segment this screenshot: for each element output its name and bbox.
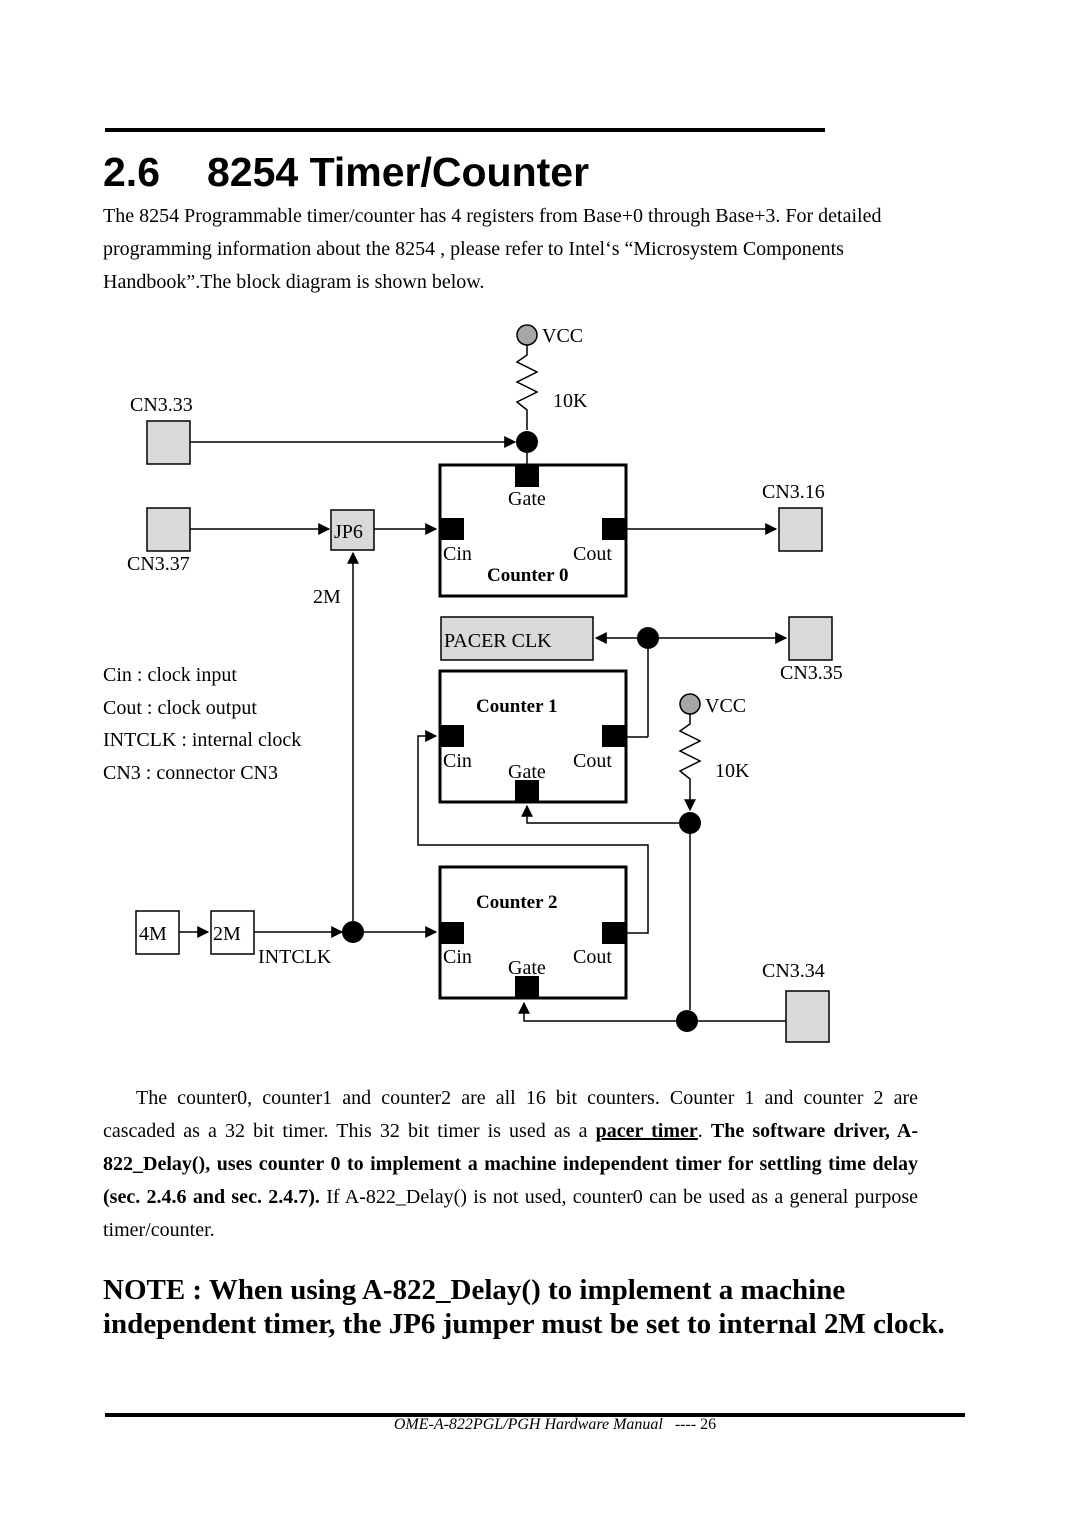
section-number: 2.6 <box>103 149 160 195</box>
resistor-top-icon <box>515 345 539 430</box>
counter2-gate-pin <box>515 976 539 998</box>
connector-cn3-37 <box>146 507 191 552</box>
cn3-35-label: CN3.35 <box>780 662 843 684</box>
legend-cn3: CN3 : connector CN3 <box>103 762 278 784</box>
counter1-gate-label: Gate <box>508 761 546 783</box>
legend-cout: Cout : clock output <box>103 697 257 719</box>
counter1-cout-label: Cout <box>573 750 612 772</box>
counter2-cout-label: Cout <box>573 946 612 968</box>
junction-gate0 <box>516 431 538 453</box>
counter2-cin-label: Cin <box>443 946 472 968</box>
connector-cn3-35 <box>788 616 833 661</box>
section-title: 8254 Timer/Counter <box>207 149 590 195</box>
note-paragraph: NOTE : When using A-822_Delay() to imple… <box>103 1274 945 1340</box>
label-2m-top: 2M <box>313 586 341 608</box>
counter2-cout-pin <box>602 922 626 944</box>
jumper-jp6 <box>330 509 375 551</box>
cn3-33-label: CN3.33 <box>130 394 193 416</box>
intro-paragraph: The 8254 Programmable timer/counter has … <box>103 205 882 293</box>
body-text-1: The counter0, counter1 and counter2 are … <box>103 1087 918 1142</box>
counter2-cin-pin <box>440 922 464 944</box>
body-bold-text: The software driver, A-822_Delay(), uses… <box>103 1120 918 1208</box>
cn3-16-label: CN3.16 <box>762 481 825 503</box>
counter2-title: Counter 2 <box>476 892 557 913</box>
counter0-cout-pin <box>602 518 626 540</box>
section-heading: 2.6 8254 Timer/Counter <box>103 148 589 196</box>
junction-gate2 <box>676 1010 698 1032</box>
counter0-cin-label: Cin <box>443 543 472 565</box>
body-paragraph: The counter0, counter1 and counter2 are … <box>103 1082 918 1247</box>
top-rule <box>105 128 825 132</box>
counter2-gate-label: Gate <box>508 957 546 979</box>
vcc-top-icon <box>516 324 538 346</box>
counter1-gate-pin <box>515 780 539 802</box>
junction-intclk <box>342 921 364 943</box>
resistor-top-label: 10K <box>553 390 588 412</box>
div-2m-box <box>210 910 255 955</box>
cn3-34-label: CN3.34 <box>762 960 825 982</box>
connector-cn3-34 <box>785 990 830 1043</box>
vcc-mid-label: VCC <box>705 695 746 717</box>
counter0-cout-label: Cout <box>573 543 612 565</box>
junction-pacer <box>637 627 659 649</box>
legend-intclk: INTCLK : internal clock <box>103 729 301 751</box>
pacer-timer-term: pacer timer <box>595 1120 698 1142</box>
legend-cin: Cin : clock input <box>103 664 237 686</box>
pacer-clk-box <box>440 616 594 661</box>
counter0-gate-label: Gate <box>508 488 546 510</box>
pacer-clk-label: PACER CLK <box>444 630 552 652</box>
resistor-mid-label: 10K <box>715 760 750 782</box>
osc-4m-label: 4M <box>139 923 167 945</box>
junction-gate1 <box>679 812 701 834</box>
div-2m-label: 2M <box>213 923 241 945</box>
counter0-title: Counter 0 <box>487 565 568 586</box>
page-footer: OME-A-822PGL/PGH Hardware Manual ---- 26 <box>0 1416 1080 1434</box>
jp6-label: JP6 <box>334 521 363 543</box>
counter1-title: Counter 1 <box>476 696 557 717</box>
counter1-cout-pin <box>602 725 626 747</box>
bottom-rule <box>105 1413 965 1417</box>
cn3-37-label: CN3.37 <box>127 553 190 575</box>
intclk-label: INTCLK <box>258 946 332 968</box>
counter0-cin-pin <box>440 518 464 540</box>
body-text-3: If A-822_Delay() is not used, counter0 c… <box>103 1186 918 1241</box>
footer-page: ---- 26 <box>674 1416 717 1433</box>
vcc-mid-icon <box>679 693 701 715</box>
connector-cn3-33 <box>146 420 191 465</box>
footer-title: OME-A-822PGL/PGH Hardware Manual <box>393 1416 663 1433</box>
vcc-top-label: VCC <box>542 325 583 347</box>
connector-cn3-16 <box>778 507 823 552</box>
counter0-gate-pin <box>515 465 539 487</box>
body-text-2: . <box>697 1120 711 1142</box>
counter1-cin-pin <box>440 725 464 747</box>
osc-4m-box <box>135 910 180 955</box>
counter1-cin-label: Cin <box>443 750 472 772</box>
resistor-mid-icon <box>678 714 702 794</box>
